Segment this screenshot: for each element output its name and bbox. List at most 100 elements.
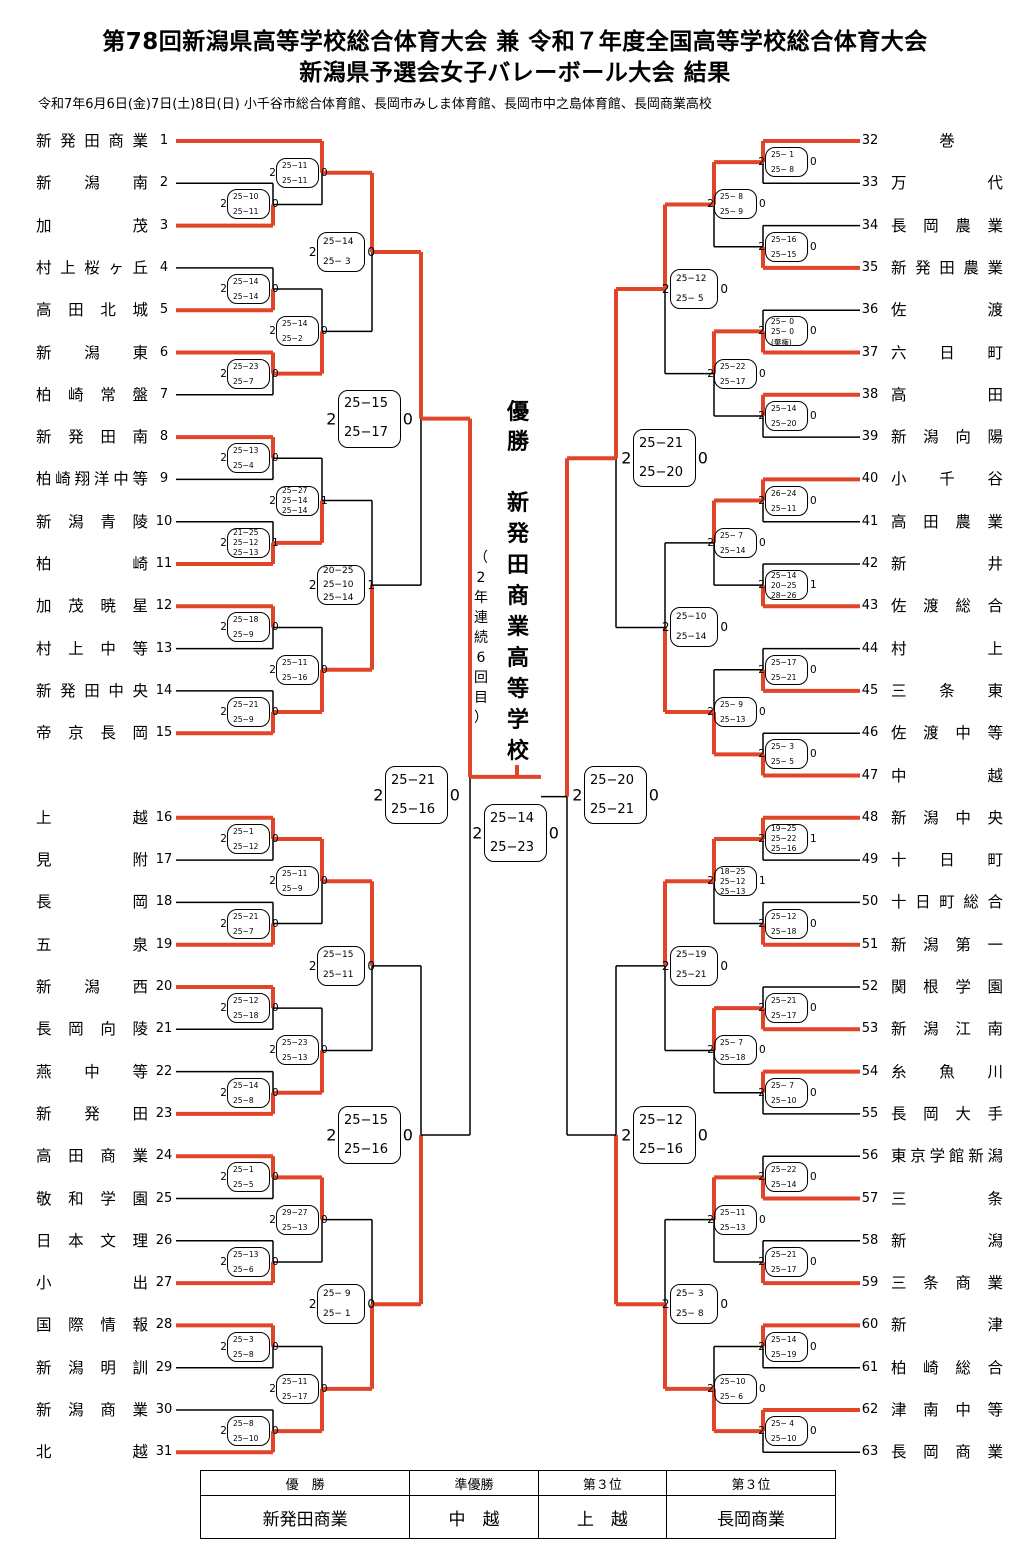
streak-char: 目 — [474, 690, 488, 706]
sets-won: 2 — [707, 1382, 714, 1395]
sets-lost: 0 — [367, 958, 376, 973]
score-brace — [337, 389, 401, 448]
team-seed-left: 1 — [159, 133, 169, 148]
set-score: 25−16 — [282, 672, 308, 682]
sets-lost: 0 — [272, 198, 279, 211]
sets-lost: 0 — [810, 1086, 817, 1099]
score-brace — [276, 1035, 319, 1066]
set-score: (棄権) — [771, 337, 792, 347]
sets-lost: 0 — [720, 1297, 729, 1312]
set-score: 25−8 — [233, 1349, 254, 1359]
streak-char: 続 — [474, 630, 488, 646]
score-brace — [765, 993, 808, 1024]
set-score: 25−10 — [233, 192, 259, 202]
set-score: 25−14 — [675, 632, 707, 643]
sets-lost: 0 — [810, 748, 817, 761]
set-score: 25−14 — [771, 570, 797, 580]
sets-lost: 0 — [321, 1382, 328, 1395]
team-seed-left: 8 — [159, 429, 169, 445]
set-score: 25−12 — [720, 876, 746, 886]
score-brace — [583, 766, 647, 824]
set-score: 25−16 — [343, 1141, 388, 1157]
team-name-left: 柏崎 — [36, 555, 148, 573]
set-score: 25− 5 — [675, 293, 704, 304]
team-name-left: 上越 — [36, 808, 148, 827]
set-score: 25−20 — [771, 418, 797, 428]
score-brace — [765, 823, 808, 854]
sets-won: 2 — [621, 1125, 632, 1145]
score-brace — [227, 1331, 270, 1362]
sets-lost: 0 — [759, 536, 766, 549]
team-name-right: 長岡大手 — [891, 1104, 1003, 1123]
sets-won: 2 — [758, 1340, 765, 1353]
set-score: 25−18 — [233, 615, 259, 625]
score-brace — [714, 527, 757, 558]
team-seed-right: 50 — [861, 894, 879, 910]
set-score: 25−14 — [322, 236, 354, 247]
streak-char: （ — [474, 550, 488, 566]
team-name-left: 新潟青陵 — [36, 512, 148, 531]
team-seed-right: 39 — [861, 429, 879, 445]
score-brace — [632, 429, 696, 488]
score-brace — [276, 866, 319, 897]
team-seed-left: 10 — [155, 513, 173, 529]
sets-won: 2 — [572, 785, 583, 805]
score-brace — [765, 1077, 808, 1108]
sets-lost: 0 — [402, 409, 413, 429]
team-seed-right: 49 — [861, 852, 879, 868]
score-brace — [276, 654, 319, 685]
set-score: 20−25 — [771, 580, 797, 590]
score-brace — [714, 1373, 757, 1404]
team-name-right: 十日町総合 — [891, 893, 1003, 912]
set-score: 25− 1 — [771, 150, 794, 160]
set-score: 25−17 — [282, 1391, 308, 1401]
sets-won: 2 — [220, 1002, 227, 1015]
score-brace — [227, 443, 270, 474]
sets-lost: 0 — [810, 156, 817, 169]
team-seed-left: 27 — [155, 1275, 173, 1291]
team-name-left: 新発田南 — [36, 428, 148, 447]
team-name-left: 五泉 — [36, 935, 148, 954]
set-score: 18−25 — [720, 866, 746, 876]
set-score: 28−26 — [771, 590, 797, 600]
set-score: 25−21 — [771, 672, 797, 682]
set-score: 25−14 — [489, 810, 534, 826]
set-score: 25−10 — [771, 1434, 797, 1444]
sets-won: 2 — [308, 245, 317, 260]
team-seed-left: 19 — [155, 936, 173, 952]
set-score: 25− 8 — [771, 165, 794, 175]
set-score: 25−5 — [233, 1180, 254, 1190]
sets-won: 2 — [472, 823, 483, 843]
team-name-left: 柏崎常盤 — [36, 385, 148, 404]
team-seed-left: 23 — [155, 1105, 173, 1121]
sets-won: 2 — [220, 621, 227, 634]
sets-lost: 0 — [321, 325, 328, 338]
set-score: 25−14 — [771, 1334, 797, 1344]
set-score: 25−10 — [675, 612, 707, 623]
set-score: 25− 8 — [675, 1308, 704, 1319]
team-seed-left: 31 — [155, 1444, 173, 1460]
set-score: 25−21 — [638, 435, 683, 451]
team-name-right: 糸魚川 — [891, 1062, 1003, 1081]
team-seed-right: 54 — [861, 1063, 879, 1079]
team-seed-left: 28 — [155, 1317, 173, 1333]
score-brace — [276, 157, 319, 188]
team-name-right: 新潟中央 — [891, 808, 1003, 827]
score-brace — [227, 1416, 270, 1447]
team-name-right: 東京学館新潟 — [891, 1147, 1003, 1166]
team-name-right: 万代 — [891, 174, 1003, 193]
team-name-left: 加茂 — [36, 216, 148, 235]
set-score: 25−15 — [343, 396, 388, 412]
team-seed-left: 29 — [155, 1359, 173, 1375]
